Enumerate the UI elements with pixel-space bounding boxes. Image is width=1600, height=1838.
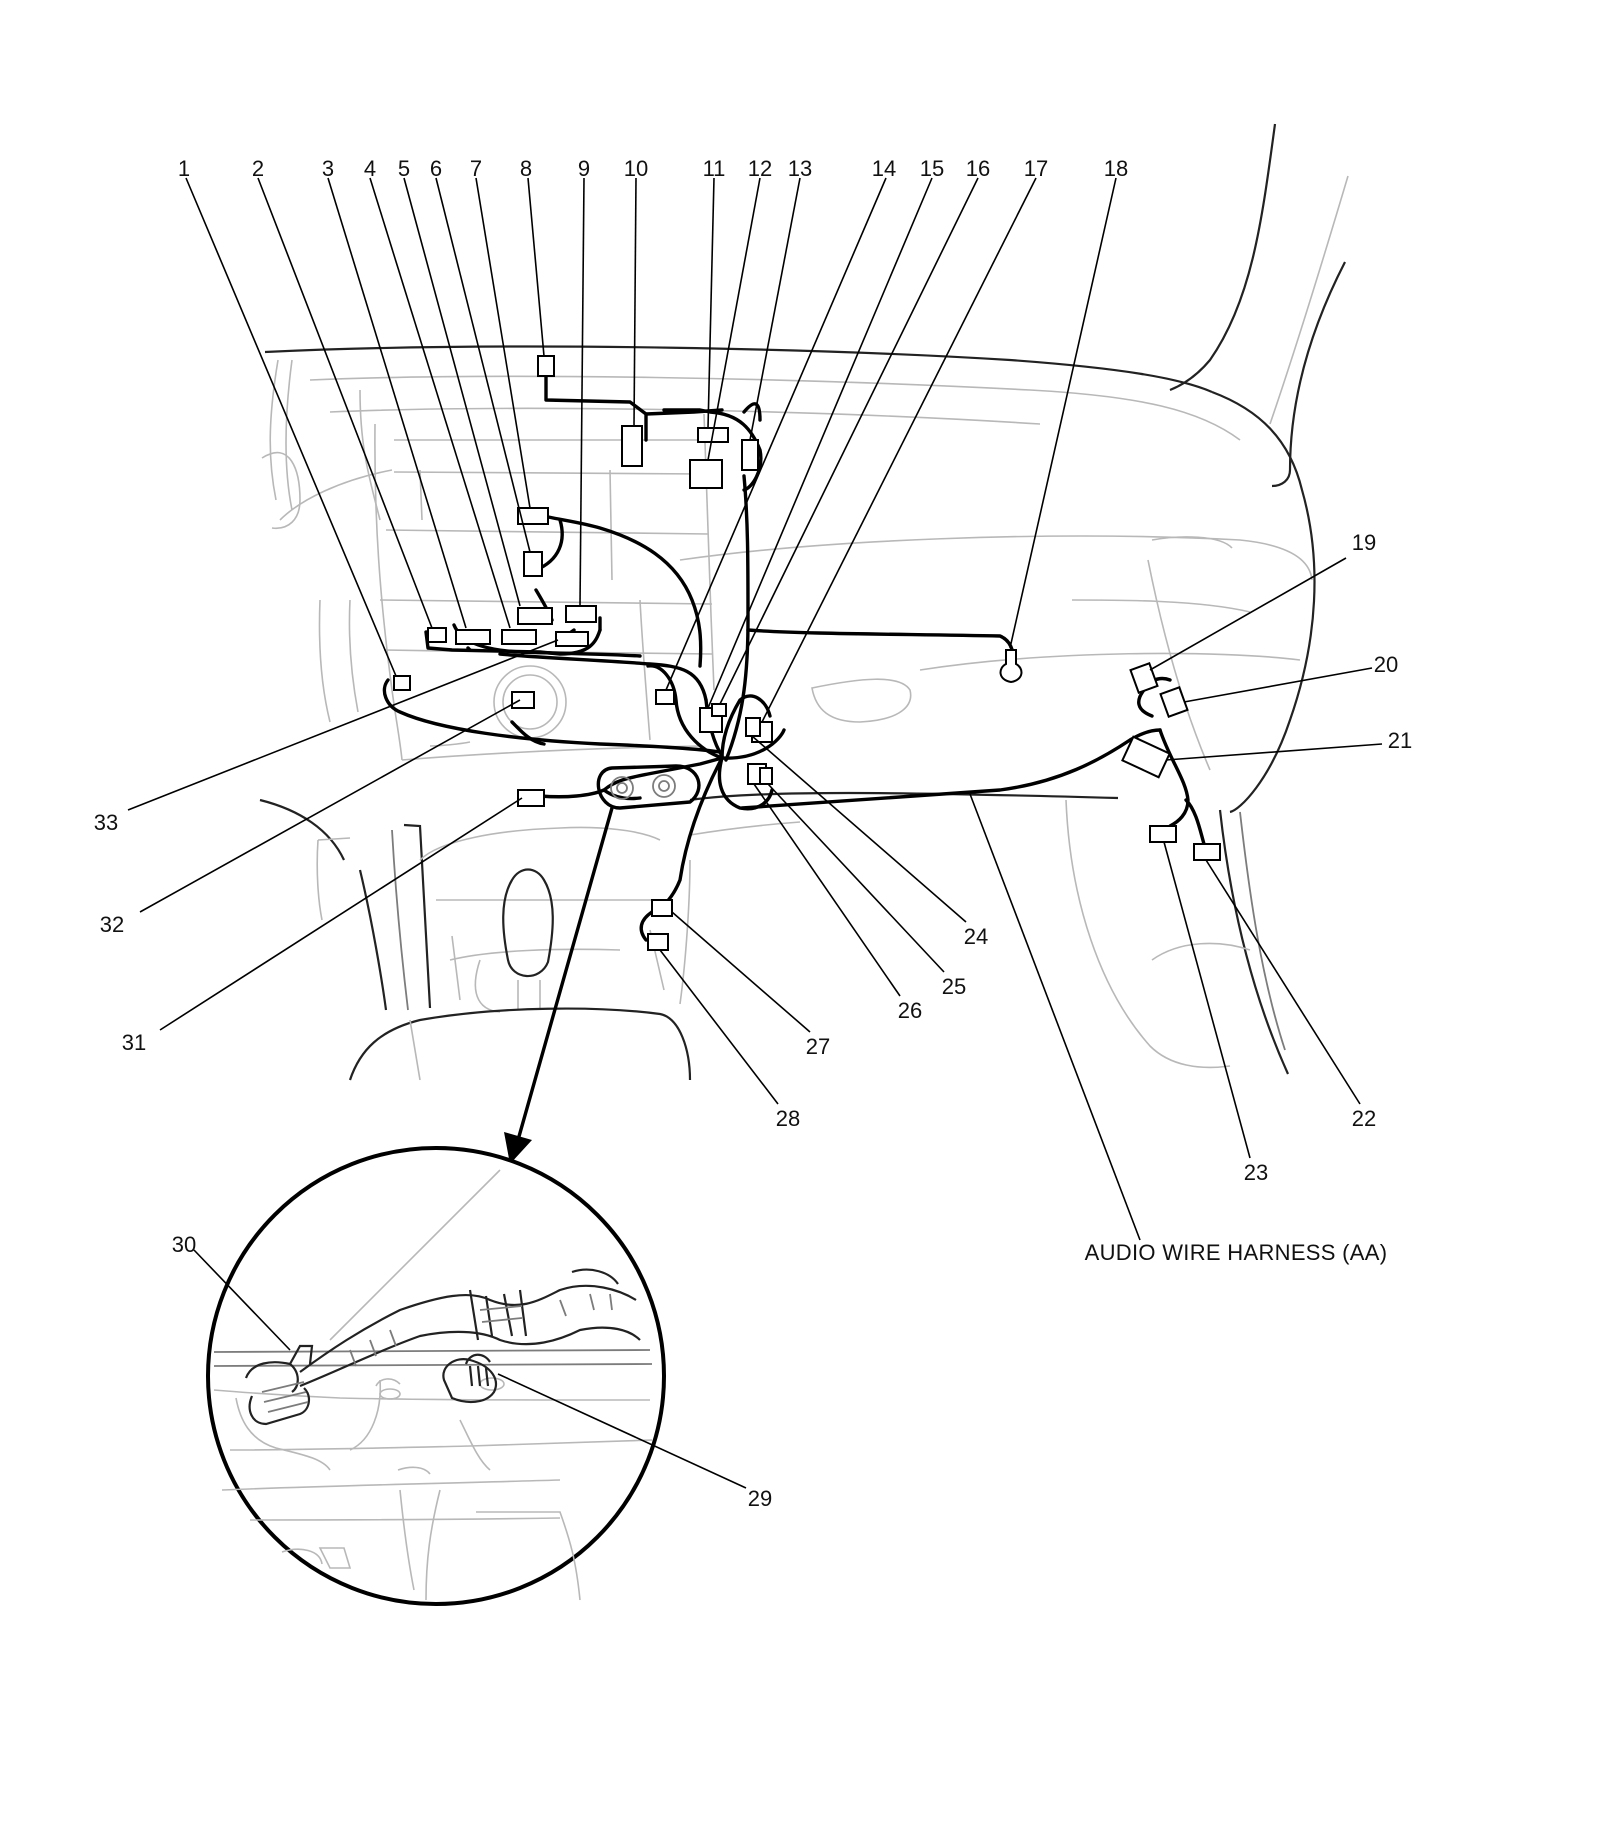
callout-19: 19 — [1352, 530, 1376, 555]
callout-24: 24 — [964, 924, 988, 949]
connector-13 — [741, 439, 759, 471]
callout-17: 17 — [1024, 156, 1048, 181]
detail-view — [206, 806, 666, 1606]
connector-27 — [651, 899, 673, 917]
callout-6: 6 — [430, 156, 442, 181]
callout-8: 8 — [520, 156, 532, 181]
callout-3: 3 — [322, 156, 334, 181]
connector-14 — [655, 689, 675, 705]
callout-31: 31 — [122, 1030, 146, 1055]
callout-16: 16 — [966, 156, 990, 181]
connectors — [393, 355, 1221, 951]
connector-9 — [565, 605, 597, 623]
callout-21: 21 — [1388, 728, 1412, 753]
connector-20 — [1159, 686, 1189, 718]
callout-15: 15 — [920, 156, 944, 181]
connector-31 — [517, 789, 545, 807]
callout-32: 32 — [100, 912, 124, 937]
connector-6 — [523, 551, 543, 577]
connector-3 — [455, 629, 491, 645]
connector-10 — [621, 425, 643, 467]
connector-22 — [1193, 843, 1221, 861]
callout-1: 1 — [178, 156, 190, 181]
callout-10: 10 — [624, 156, 648, 181]
callout-27: 27 — [806, 1034, 830, 1059]
dashboard-outline — [259, 123, 1349, 1081]
callout-5: 5 — [398, 156, 410, 181]
callout-7: 7 — [470, 156, 482, 181]
connector-19 — [1129, 662, 1159, 694]
detail-arrow-head — [504, 1132, 532, 1164]
callout-22: 22 — [1352, 1106, 1376, 1131]
callout-9: 9 — [578, 156, 590, 181]
callout-29: 29 — [748, 1486, 772, 1511]
leader-lines — [127, 177, 1383, 1489]
connector-1 — [393, 675, 411, 691]
connector-33 — [555, 631, 589, 647]
callout-33: 33 — [94, 810, 118, 835]
callout-25: 25 — [942, 974, 966, 999]
callout-12: 12 — [748, 156, 772, 181]
connector-21 — [1121, 735, 1171, 779]
callout-13: 13 — [788, 156, 812, 181]
connector-16 — [711, 703, 727, 717]
callout-23: 23 — [1244, 1160, 1268, 1185]
connector-23 — [1149, 825, 1177, 843]
connector-26 — [759, 767, 773, 785]
connector-8 — [537, 355, 555, 377]
connector-28 — [647, 933, 669, 951]
callout-20: 20 — [1374, 652, 1398, 677]
callout-labels: 1 2 3 4 5 6 7 8 9 10 11 12 13 14 15 16 1… — [94, 156, 1412, 1511]
callout-2: 2 — [252, 156, 264, 181]
connector-2 — [427, 627, 447, 643]
connector-7 — [517, 507, 549, 525]
connector-32 — [511, 691, 535, 709]
callout-26: 26 — [898, 998, 922, 1023]
callout-18: 18 — [1104, 156, 1128, 181]
detail-circle — [206, 1146, 666, 1606]
connector-24 — [745, 717, 761, 737]
callout-11: 11 — [703, 156, 726, 181]
connector-12 — [689, 459, 723, 489]
callout-28: 28 — [776, 1106, 800, 1131]
connector-5 — [517, 607, 553, 625]
callout-30: 30 — [172, 1232, 196, 1257]
callout-14: 14 — [872, 156, 896, 181]
connector-4 — [501, 629, 537, 645]
audio-wire-harness-label: AUDIO WIRE HARNESS (AA) — [1085, 1240, 1388, 1265]
center-grommet-bracket — [596, 764, 701, 810]
callout-4: 4 — [364, 156, 376, 181]
connector-18 — [999, 649, 1023, 684]
